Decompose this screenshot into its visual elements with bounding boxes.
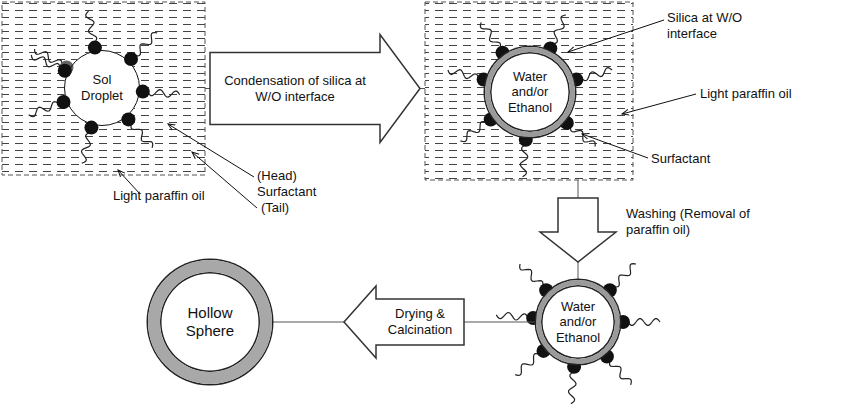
surfactant-head bbox=[124, 52, 138, 66]
region-label: Light paraffin oil bbox=[113, 188, 205, 204]
node-text: Water and/or Ethanol bbox=[549, 299, 607, 346]
text-holder: Hollow Sphere bbox=[160, 272, 260, 372]
silica-shell-droplet: Water and/or Ethanol bbox=[485, 47, 575, 137]
sol-droplet: Sol Droplet bbox=[64, 50, 140, 126]
part-label: Surfactant bbox=[651, 151, 710, 167]
arrow-label: Washing (Removal of paraffin oil) bbox=[626, 206, 786, 237]
arrow-shape bbox=[344, 286, 464, 358]
part-label: Surfactant bbox=[257, 184, 316, 200]
surfactant-head bbox=[84, 121, 98, 135]
text-holder: Water and/or Ethanol bbox=[541, 285, 615, 359]
surfactant-tail bbox=[31, 55, 60, 69]
arrow-label: Drying & Calcination bbox=[380, 306, 460, 337]
surfactant-tail bbox=[613, 264, 636, 287]
part-label: (Tail) bbox=[261, 200, 289, 216]
surfactant-tail bbox=[448, 70, 479, 79]
surfactant-tail bbox=[135, 33, 158, 56]
surfactant-tail bbox=[552, 15, 566, 44]
silica-shell-droplet: Water and/or Ethanol bbox=[536, 280, 620, 364]
leader-line bbox=[568, 20, 664, 52]
surfactant-head bbox=[121, 112, 135, 126]
surfactant-head bbox=[560, 116, 574, 130]
part-label: Silica at W/O interface bbox=[667, 10, 777, 41]
droplet-fill bbox=[485, 47, 575, 137]
droplet-fill bbox=[64, 50, 140, 126]
part-label: (Head) bbox=[257, 168, 297, 184]
surfactant-tail bbox=[480, 22, 500, 48]
node-text: Water and/or Ethanol bbox=[499, 69, 561, 116]
surfactant-tail bbox=[569, 372, 577, 404]
surfactant-tail bbox=[82, 132, 91, 163]
surfactant-head bbox=[57, 95, 71, 109]
surfactant-tail bbox=[520, 145, 527, 177]
leader-line bbox=[582, 134, 648, 158]
surfactant-head bbox=[537, 344, 551, 358]
hollow-sphere: Hollow Sphere bbox=[148, 260, 272, 384]
surfactant-head bbox=[88, 41, 102, 55]
surfactant-tail bbox=[571, 126, 596, 147]
surfactant-tail bbox=[35, 49, 63, 65]
region-label: Light paraffin oil bbox=[700, 86, 792, 102]
surfactant-tail bbox=[610, 360, 632, 385]
surfactant-tail bbox=[496, 313, 528, 321]
arrow-label: Condensation of silica at W/O interface bbox=[220, 73, 370, 104]
text-holder: Sol Droplet bbox=[65, 51, 139, 125]
oil-region: Light paraffin oilSol Droplet bbox=[2, 2, 205, 175]
droplet-fill bbox=[536, 280, 620, 364]
surfactant-tail bbox=[460, 122, 486, 142]
surfactant-tail bbox=[628, 319, 660, 326]
surfactant-head bbox=[600, 350, 614, 364]
block-arrow bbox=[205, 35, 425, 143]
surfactant-tail bbox=[29, 102, 59, 117]
arrow-shape bbox=[210, 35, 420, 143]
surfactant-head bbox=[484, 113, 498, 127]
block-arrow bbox=[540, 180, 616, 280]
block-arrow bbox=[272, 286, 536, 358]
oil-region: Light paraffin oilWater and/or Ethanol bbox=[425, 2, 633, 180]
node-text: Hollow Sphere bbox=[175, 304, 245, 340]
leader-lines bbox=[118, 20, 696, 208]
surfactant-head bbox=[603, 283, 617, 297]
paraffin-oil-hatch bbox=[425, 2, 633, 180]
surfactant-tail bbox=[520, 264, 543, 287]
surfactant-tail bbox=[86, 11, 97, 43]
surfactant-head bbox=[543, 42, 557, 56]
surfactant-head bbox=[496, 46, 510, 60]
leader-line bbox=[622, 94, 696, 114]
surfactant-molecules bbox=[29, 11, 660, 404]
text-holder: Water and/or Ethanol bbox=[490, 52, 570, 132]
surfactant-tail bbox=[148, 90, 180, 97]
paraffin-oil-hatch bbox=[2, 2, 205, 175]
surfactant-tail bbox=[131, 123, 153, 148]
leader-line bbox=[168, 124, 254, 177]
surfactant-head bbox=[136, 85, 150, 99]
surfactant-tail bbox=[515, 354, 540, 376]
surfactant-head bbox=[539, 283, 553, 297]
node-text: Sol Droplet bbox=[74, 72, 130, 103]
arrow-shape bbox=[540, 198, 616, 262]
surfactant-tail bbox=[581, 68, 612, 81]
